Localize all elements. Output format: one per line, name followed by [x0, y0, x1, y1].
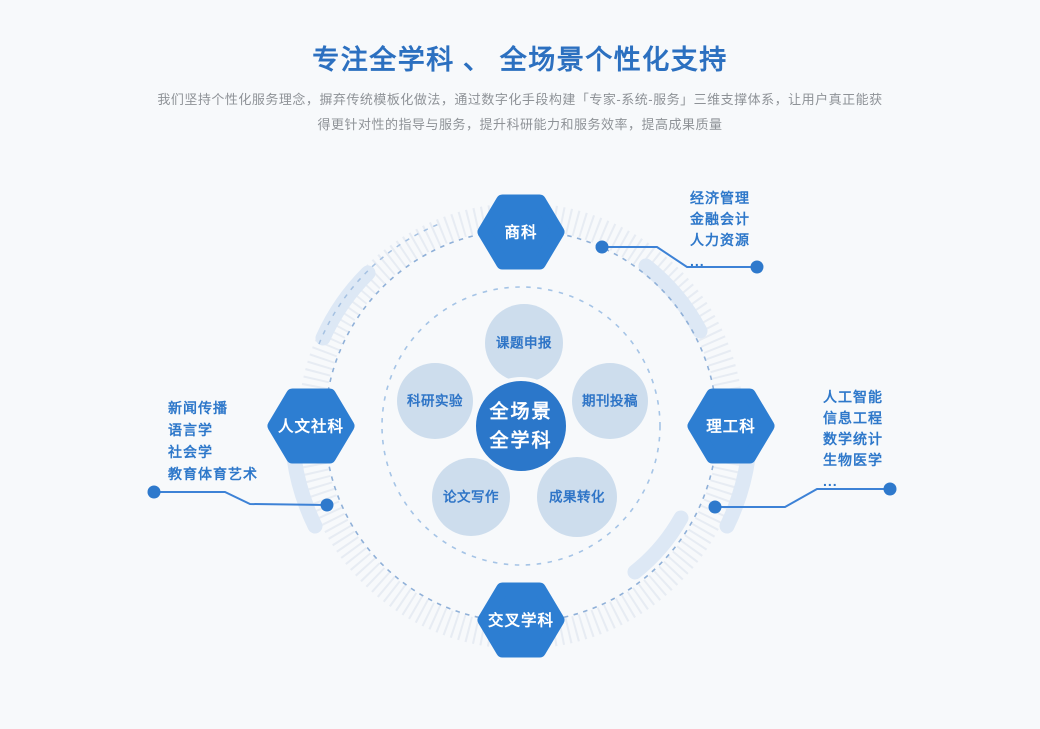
- list-item: 人力资源: [690, 232, 750, 248]
- list-item: 人工智能: [823, 389, 883, 405]
- hexagon-shape: [477, 582, 565, 658]
- hexagon-interdisciplinary: 交叉学科: [477, 582, 565, 658]
- petal-topic-application: 课题申报: [485, 304, 563, 382]
- list-item: 数学统计: [823, 431, 883, 447]
- list-item: ...: [823, 473, 838, 489]
- list-item: 社会学: [168, 444, 213, 460]
- list-stem: 人工智能 信息工程 数学统计 生物医学 ...: [823, 387, 883, 492]
- petal-label: 课题申报: [496, 335, 552, 351]
- list-humanities: 新闻传播 语言学 社会学 教育体育艺术: [168, 397, 258, 485]
- petal-research-experiment: 科研实验: [397, 363, 473, 439]
- hexagon-label: 商科: [504, 223, 537, 242]
- petal-circle: [397, 363, 473, 439]
- petal-paper-writing: 论文写作: [432, 458, 510, 536]
- list-business: 经济管理 金融会计 人力资源 ...: [690, 188, 750, 272]
- petal-circle: [537, 457, 617, 537]
- hub-circle: [472, 377, 570, 475]
- connector-line-stem: [715, 488, 890, 508]
- connector-dot: [750, 260, 764, 274]
- connector-line-business: [602, 246, 757, 268]
- petal-label: 论文写作: [443, 489, 499, 505]
- decorative-arc: [719, 450, 756, 534]
- list-item: 教育体育艺术: [168, 466, 258, 482]
- list-item: 生物医学: [823, 452, 883, 468]
- hexagon-shape: [267, 388, 355, 464]
- hexagon-business: 商科: [477, 194, 565, 270]
- hexagon-label: 理工科: [706, 417, 756, 436]
- connector-dot: [320, 498, 334, 512]
- hexagon-stem: 理工科: [687, 388, 775, 464]
- list-item: 新闻传播: [168, 400, 228, 416]
- connector-dot: [147, 485, 161, 499]
- hexagon-label: 人文社科: [278, 417, 344, 436]
- decorative-arc: [315, 265, 376, 346]
- petal-label: 成果转化: [549, 489, 605, 505]
- hexagon-shape: [477, 194, 565, 270]
- description-line: 得更针对性的指导与服务，提升科研能力和服务效率，提高成果质量: [317, 117, 723, 132]
- hub-label-line1: 全场景: [488, 400, 552, 423]
- connector-line-humanities: [154, 491, 328, 506]
- connector-dot: [708, 500, 722, 514]
- hexagon-humanities: 人文社科: [267, 388, 355, 464]
- hub-circle-group: 全场景 全学科: [472, 377, 570, 475]
- decorative-arc: [638, 258, 708, 339]
- petal-circle: [485, 304, 563, 382]
- list-item: 金融会计: [690, 211, 750, 227]
- petal-label: 期刊投稿: [582, 393, 638, 409]
- hexagon-shape: [687, 388, 775, 464]
- list-item: ...: [690, 253, 705, 269]
- petal-circle: [432, 458, 510, 536]
- hexagon-label: 交叉学科: [488, 611, 554, 630]
- page-description: 我们坚持个性化服务理念，摒弃传统模板化做法，通过数字化手段构建「专家-系统-服务…: [0, 87, 1040, 137]
- inner-dashed-circle: [381, 286, 661, 566]
- petal-label: 科研实验: [407, 393, 463, 409]
- description-line: 我们坚持个性化服务理念，摒弃传统模板化做法，通过数字化手段构建「专家-系统-服务…: [157, 92, 883, 107]
- connector-dot: [595, 240, 609, 254]
- petal-circle: [572, 363, 648, 439]
- list-item: 信息工程: [823, 410, 883, 426]
- extra-dashed-arc: [318, 223, 440, 345]
- decorative-arc: [286, 450, 323, 534]
- petal-journal-submission: 期刊投稿: [572, 363, 648, 439]
- list-item: 经济管理: [690, 190, 750, 206]
- connector-dot: [883, 482, 897, 496]
- list-item: 语言学: [168, 422, 213, 438]
- decorative-arc: [627, 510, 689, 580]
- petal-achievement-transformation: 成果转化: [537, 457, 617, 537]
- hub-label-line2: 全学科: [488, 429, 552, 452]
- page-title: 专注全学科 、 全场景个性化支持: [312, 45, 728, 75]
